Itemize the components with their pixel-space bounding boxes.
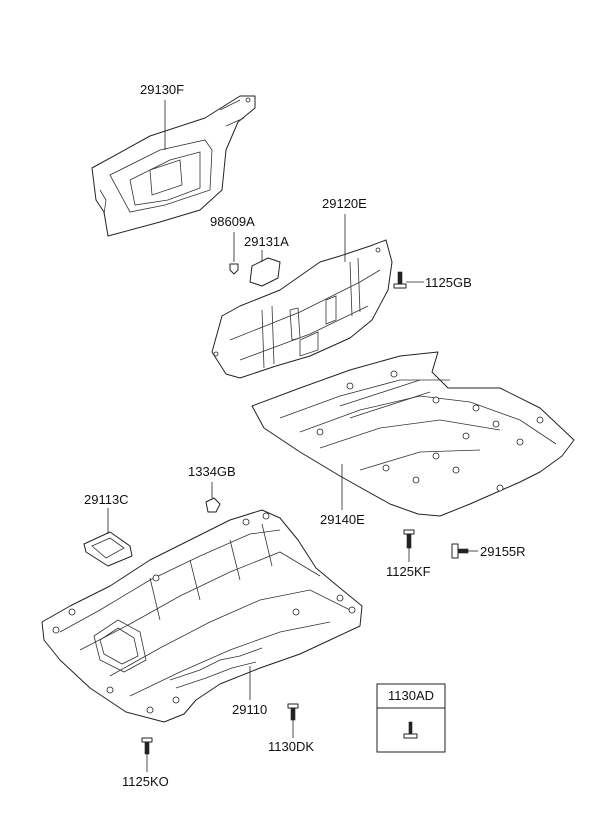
part-29120E-panel — [211, 239, 393, 379]
label-29155R: 29155R — [480, 544, 526, 559]
bolt-1125GB — [393, 271, 407, 289]
label-1334GB: 1334GB — [188, 464, 236, 479]
label-1125GB: 1125GB — [425, 275, 472, 290]
label-29131A: 29131A — [244, 234, 289, 249]
part-29140E-shield — [251, 351, 575, 517]
label-29113C: 29113C — [84, 492, 129, 507]
label-1130DK: 1130DK — [268, 739, 314, 754]
part-98609A-clip — [229, 263, 239, 275]
part-29113C-cover — [83, 531, 133, 567]
bolt-1125KF — [403, 529, 415, 549]
label-98609A: 98609A — [210, 214, 255, 229]
label-1130AD: 1130AD — [388, 688, 434, 703]
bolt-29155R — [451, 543, 469, 559]
part-1334GB-clip — [205, 497, 221, 513]
part-29130F-bracket — [91, 95, 256, 237]
label-29120E: 29120E — [322, 196, 367, 211]
part-29131A-cover — [249, 257, 281, 287]
label-29130F: 29130F — [140, 82, 184, 97]
label-29140E: 29140E — [320, 512, 365, 527]
label-29110: 29110 — [232, 702, 267, 717]
bolt-1125KO — [141, 737, 153, 755]
part-29110-undercover — [41, 509, 363, 723]
label-1125KF: 1125KF — [386, 564, 431, 579]
label-1125KO: 1125KO — [122, 774, 169, 789]
bolt-1130DK — [287, 703, 299, 721]
callout-box-1130AD — [376, 683, 446, 753]
